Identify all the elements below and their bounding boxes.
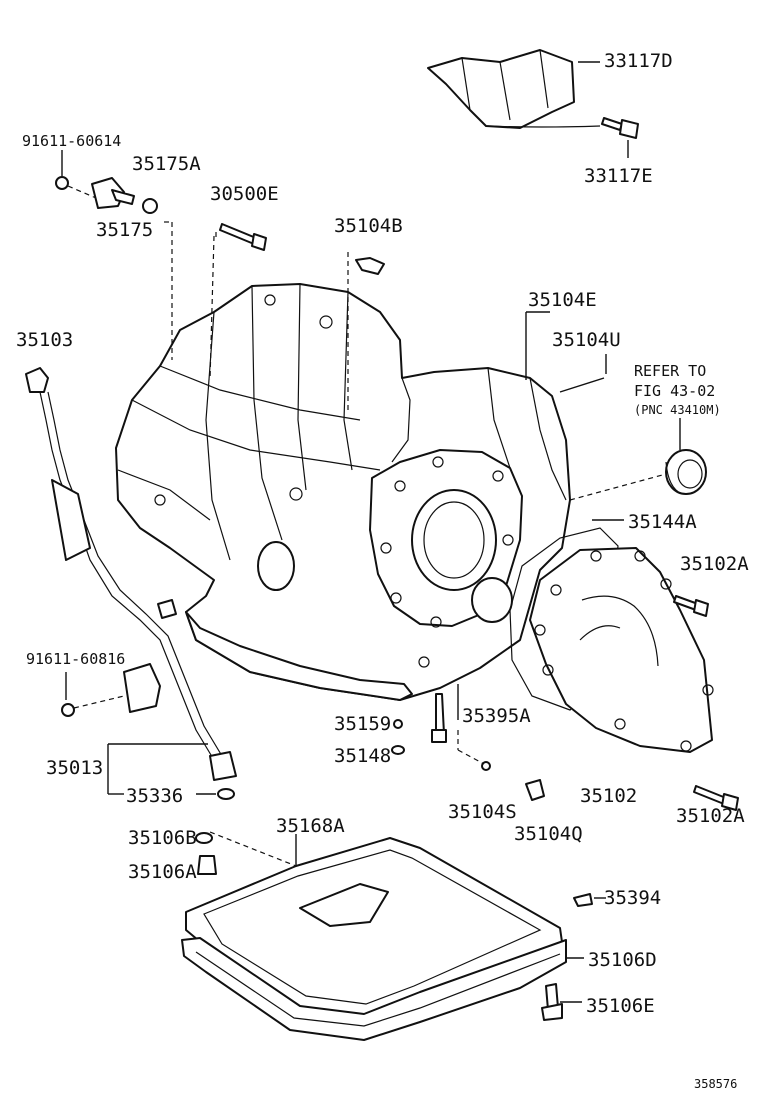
small-parts-icons — [195, 693, 593, 1021]
label-35104B: 35104B — [334, 215, 403, 237]
label-35395A: 35395A — [462, 705, 531, 727]
label-35102: 35102 — [580, 785, 637, 807]
label-35104S: 35104S — [448, 801, 517, 823]
oil-pan-drawing — [181, 937, 567, 1041]
label-35102A-bottom: 35102A — [676, 805, 745, 827]
label-35104Q: 35104Q — [514, 823, 583, 845]
transaxle-case-drawing — [115, 283, 571, 701]
label-35104E: 35104E — [528, 289, 597, 311]
label-35102A-top: 35102A — [680, 553, 749, 575]
label-35336: 35336 — [126, 785, 183, 807]
heat-shield-drawing — [427, 49, 601, 129]
bolt-33117E-icon — [601, 117, 639, 158]
oil-seal-drawing — [665, 418, 707, 495]
label-30500E: 30500E — [210, 183, 279, 205]
bolt-35102A-bottom-icon — [693, 785, 739, 811]
label-35106E: 35106E — [586, 995, 655, 1017]
bolt-35102A-top-icon — [673, 595, 709, 617]
label-35148: 35148 — [334, 745, 391, 767]
label-91611-60614: 91611-60614 — [22, 132, 121, 150]
dipstick-drawing — [25, 367, 237, 781]
bolt-35104B-icon — [355, 257, 385, 275]
refer-line-3: (PNC 43410M) — [634, 403, 721, 417]
speed-sensor-drawing — [55, 150, 158, 214]
label-35144A: 35144A — [628, 511, 697, 533]
label-33117E: 33117E — [584, 165, 653, 187]
label-33117D: 33117D — [604, 50, 673, 72]
label-35013: 35013 — [46, 757, 103, 779]
label-35175: 35175 — [96, 219, 153, 241]
label-35394: 35394 — [604, 887, 661, 909]
label-35103: 35103 — [16, 329, 73, 351]
label-91611-60816: 91611-60816 — [26, 650, 125, 668]
label-35175A: 35175A — [132, 153, 201, 175]
bolt-30500E-icon — [219, 223, 267, 251]
label-35104U: 35104U — [552, 329, 621, 351]
label-35106A: 35106A — [128, 861, 197, 883]
label-35106B: 35106B — [128, 827, 197, 849]
label-35159: 35159 — [334, 713, 391, 735]
label-35168A: 35168A — [276, 815, 345, 837]
leader-lines — [65, 221, 667, 1003]
extension-housing-drawing — [509, 527, 714, 753]
refer-line-2: FIG 43-02 — [634, 382, 715, 400]
figure-number: 358576 — [694, 1077, 737, 1091]
label-35106D: 35106D — [588, 949, 657, 971]
dipstick-bracket-drawing — [61, 663, 161, 717]
refer-line-1: REFER TO — [634, 362, 706, 380]
